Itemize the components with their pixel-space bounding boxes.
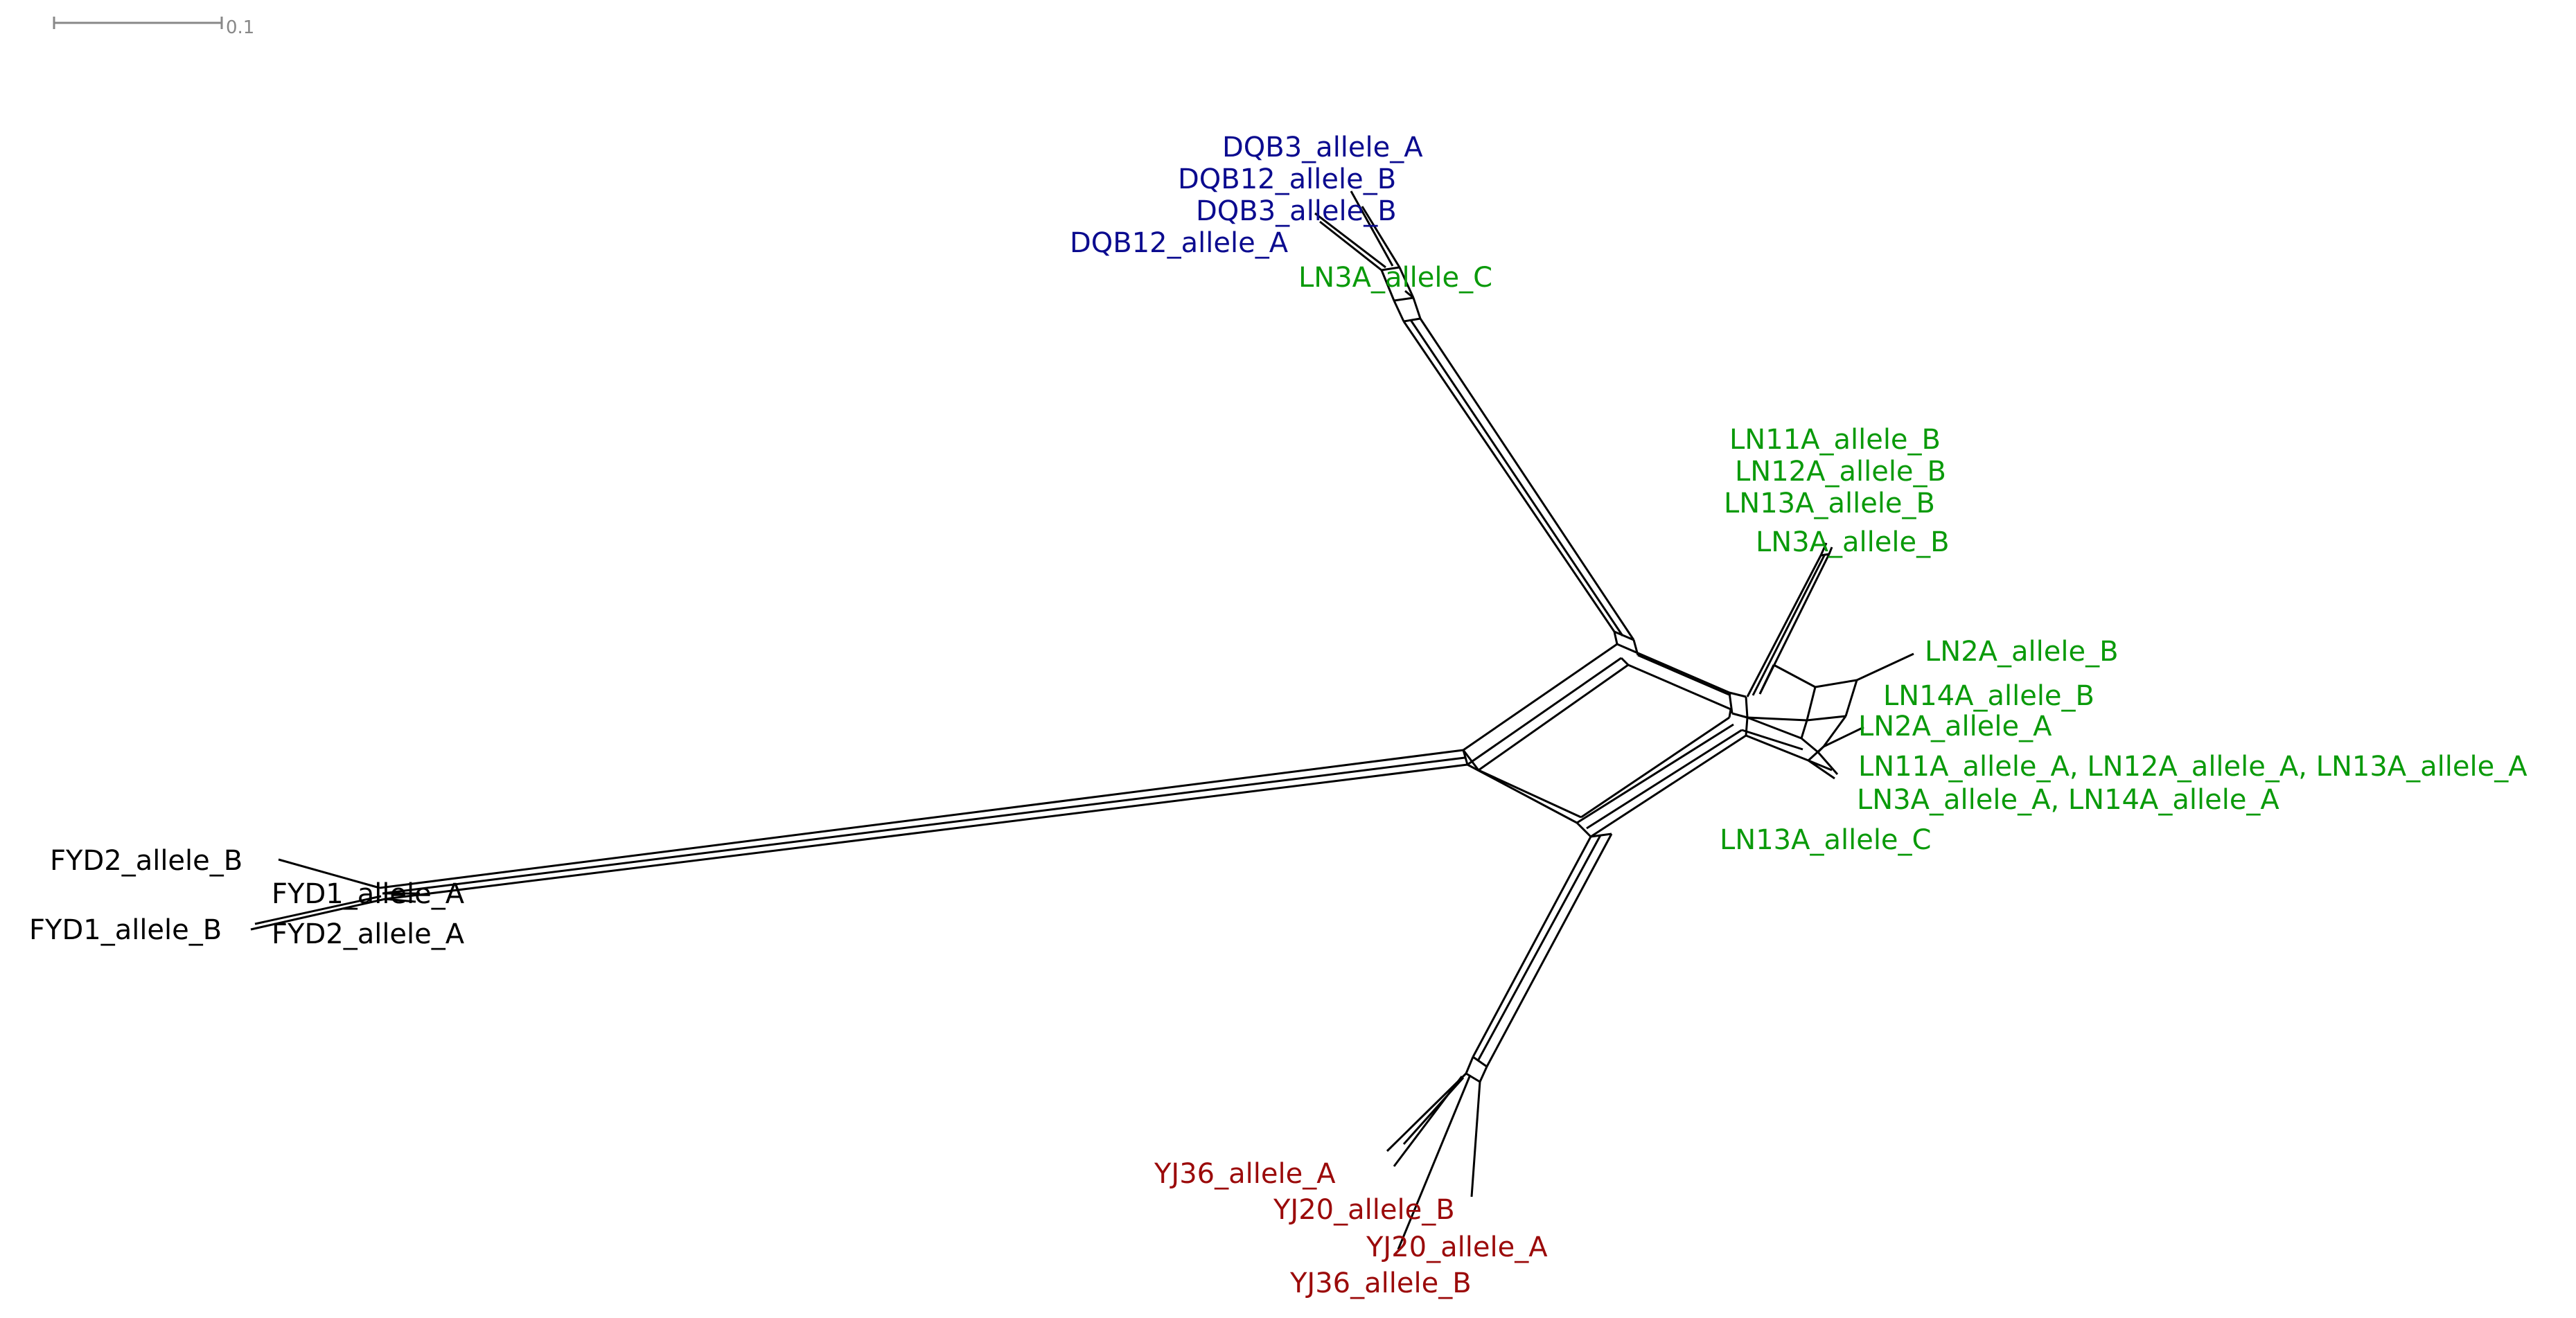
fyd-group-labels: FYD2_allele_B FYD1_allele_A FYD1_allele_… [29,845,465,950]
label-ln3a-allele-c: LN3A_allele_C [1298,262,1492,294]
scale-bar [53,17,223,29]
label-ln14a-allele-b: LN14A_allele_B [1883,680,2094,712]
label-ln13a-allele-c: LN13A_allele_C [1720,824,1931,856]
label-ln11a-12a-13a-allele-a: LN11A_allele_A, LN12A_allele_A, LN13A_al… [1858,751,2528,783]
label-ln13a-allele-b: LN13A_allele_B [1724,488,1935,519]
label-ln12a-allele-b: LN12A_allele_B [1735,456,1946,488]
label-fyd2-allele-b: FYD2_allele_B [50,845,242,877]
label-ln2a-allele-b: LN2A_allele_B [1925,636,2119,668]
edge-fyd-branch [379,749,1469,900]
edge-dqb-branch [1314,190,1635,641]
edge-central-box [1462,630,1749,838]
label-yj20-allele-b: YJ20_allele_B [1273,1194,1455,1226]
label-dqb3-allele-b: DQB3_allele_B [1196,195,1397,227]
edge-fyd-leaves [250,858,420,931]
label-ln2a-allele-a: LN2A_allele_A [1858,711,2052,742]
edge-yj-branch [1386,832,1613,1250]
label-fyd2-allele-a: FYD2_allele_A [272,918,465,950]
label-ln3a-allele-b: LN3A_allele_B [1756,526,1950,558]
ln-group-labels: LN3A_allele_C LN11A_allele_B LN12A_allel… [1298,262,2528,856]
yj-group-labels: YJ36_allele_A YJ20_allele_B YJ20_allele_… [1154,1158,1548,1299]
edge-ln-cluster [1741,652,1914,780]
label-yj36-allele-a: YJ36_allele_A [1154,1158,1336,1190]
network-edges [250,190,1914,1250]
label-fyd1-allele-b: FYD1_allele_B [29,914,222,946]
label-dqb3-allele-a: DQB3_allele_A [1222,132,1423,163]
label-fyd1-allele-a: FYD1_allele_A [272,878,465,910]
taxon-labels: DQB3_allele_A DQB12_allele_B DQB3_allele… [29,132,2528,1299]
label-dqb12-allele-a: DQB12_allele_A [1070,227,1289,259]
scale-bar-label: 0.1 [226,17,254,38]
label-ln11a-allele-b: LN11A_allele_B [1729,424,1941,456]
label-yj20-allele-a: YJ20_allele_A [1366,1231,1548,1263]
label-dqb12-allele-b: DQB12_allele_B [1178,163,1396,195]
label-yj36-allele-b: YJ36_allele_B [1289,1267,1472,1299]
label-ln3a-14a-allele-a: LN3A_allele_A, LN14A_allele_A [1857,784,2279,816]
dqb-group-labels: DQB3_allele_A DQB12_allele_B DQB3_allele… [1070,132,1423,259]
